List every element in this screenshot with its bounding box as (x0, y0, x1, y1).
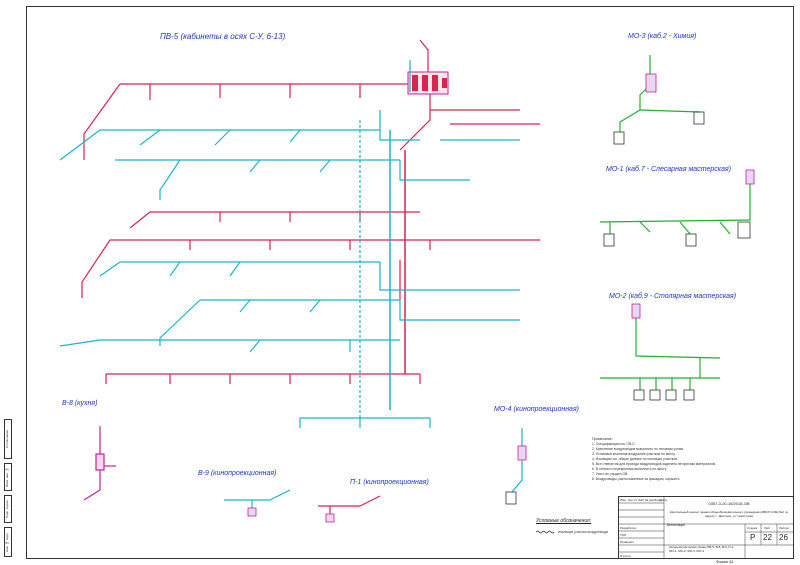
stage-label: Стадия (747, 526, 758, 530)
sheet-format: Формат А1 (716, 560, 734, 564)
legend: Условные обозначения: изоляция участка в… (536, 518, 622, 534)
p1-network (318, 495, 381, 523)
note-line: Примечание: (592, 437, 613, 441)
role-label: Разработал (620, 526, 637, 530)
role-label: Проверил (620, 540, 634, 544)
note-line: 1. Спецификация см. ОВ.С. (592, 442, 636, 446)
note-line: 5. Все отверстия для прохода воздуховодо… (592, 462, 716, 466)
legend-item: изоляция участка воздуховода (558, 530, 608, 534)
sheets-value: 26 (779, 533, 788, 542)
mo3-network (613, 55, 705, 145)
drawing-frame (26, 6, 794, 559)
note-line: 4. Изоляцию см. общие данные по изоляции… (592, 457, 678, 461)
title-block-grid (618, 496, 794, 559)
sidebar-cell: Инв. № подл. (4, 527, 12, 557)
sidebar-cell: Взам. инв. № (4, 463, 12, 491)
legend-row: изоляция участка воздуховода (536, 530, 622, 534)
mo4-title: МО-4 (кинопроекционная) (494, 406, 580, 413)
role-label: Кол.уч (628, 498, 637, 502)
note-line: 8. Воздуховоды, расположенные за фасадом… (592, 477, 681, 481)
object-name: Вентиляция (667, 523, 685, 527)
legend-title: Условные обозначения: (536, 518, 592, 524)
mo2-title: МО-2 (каб.9 - Столярная мастерская) (609, 293, 737, 300)
role-label: Дата (660, 498, 667, 502)
role-label: Лист (638, 498, 645, 502)
note-line: 3. Установка клапанов воздушнов участков… (592, 452, 676, 456)
drawing-notes: Примечание: 1. Спецификация см. ОВ.С. 2.… (592, 437, 767, 482)
sheets-label: Листов (779, 526, 789, 530)
approval-sidebar: Согласовано Взам. инв. № Подп. и дата Ин… (2, 413, 26, 559)
v9-title: В-9 (кинопроекционная) (198, 470, 277, 477)
pv5-exhaust-network (59, 110, 520, 428)
note-line: 2. Крепление воздуховодов выполнить по т… (592, 447, 684, 451)
role-label: Н.контр. (620, 554, 632, 558)
sheet-value: 22 (763, 533, 772, 542)
note-line: 7. Узлы см. раздел ОВ. (592, 472, 629, 476)
v8-title: В-8 (кухня) (62, 400, 98, 407)
v9-network (224, 489, 291, 517)
mo1-network (599, 169, 755, 247)
mo2-network (600, 303, 721, 401)
sheet-label: Лист (764, 526, 771, 530)
project-description: Капитальный ремонт здания общеобразовате… (669, 510, 789, 518)
stage-value: Р (750, 533, 756, 542)
mo1-title: МО-1 (каб.7 - Слесарная мастерская) (606, 166, 732, 173)
role-label: Изм. (620, 498, 627, 502)
role-label: № док. (645, 498, 655, 502)
sidebar-cell: Согласовано (4, 419, 12, 459)
mo4-network (505, 428, 527, 505)
role-label: ГИП (620, 533, 626, 537)
mo3-title: МО-3 (каб.2 - Химия) (628, 33, 697, 40)
p1-title: П-1 (кинопроекционная) (350, 479, 429, 486)
insulation-wave-icon (536, 530, 554, 534)
v8-network (83, 426, 116, 501)
pv5-title: ПВ-5 (кабинеты в осях С-У, 6-13) (160, 32, 286, 41)
title-block: 0357-3-20-16/2016-ОВ Капитальный ремонт … (618, 496, 794, 559)
pv5-supply-network (81, 83, 540, 384)
sheet-name: Аксонометрические схемы ПВ-5, В-8, В-9, … (669, 545, 734, 553)
document-code: 0357-3-20-16/2016-ОВ (708, 501, 750, 506)
note-line: 6. В стенах и перекрытиях выполнить по м… (592, 467, 667, 471)
pv5-air-handler (407, 39, 449, 95)
sidebar-cell: Подп. и дата (4, 495, 12, 523)
role-label: Подп. (654, 498, 662, 502)
